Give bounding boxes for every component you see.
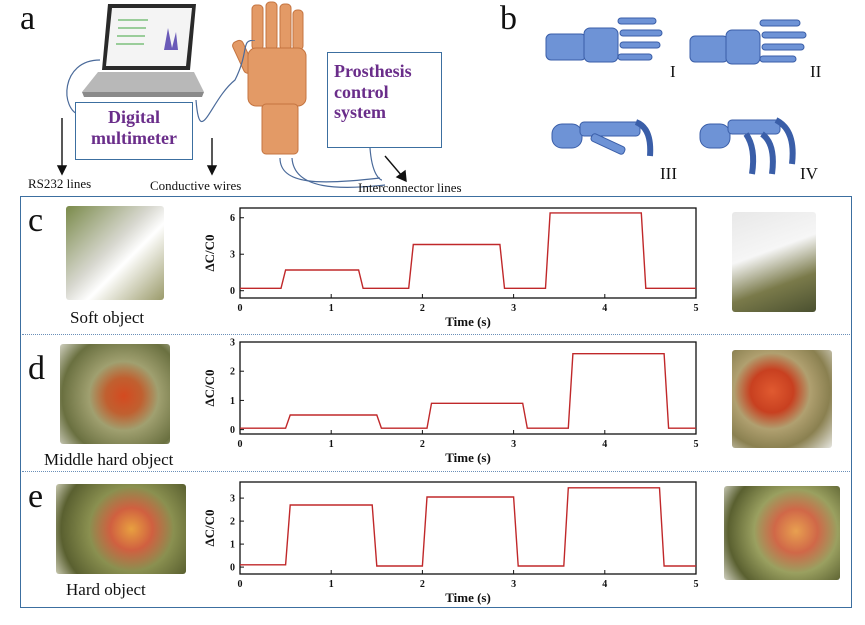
y-tick-label: 1	[230, 396, 235, 407]
soft-object-photo	[66, 206, 164, 300]
prosthetic-hand-illustration	[232, 1, 307, 155]
y-tick-label: 3	[230, 494, 235, 505]
capacitance-trace	[240, 487, 696, 567]
x-tick-label: 4	[602, 303, 607, 314]
robot-hand-poses	[545, 17, 807, 175]
x-tick-label: 1	[329, 303, 334, 314]
y-axis-label: ΔC/C0	[202, 509, 217, 546]
hard-object-photo	[56, 484, 186, 574]
panel-letter-e: e	[28, 478, 44, 515]
x-axis-label: Time (s)	[445, 314, 491, 329]
y-tick-label: 2	[230, 517, 235, 528]
caption-soft-object: Soft object	[70, 308, 145, 327]
plot-frame	[239, 207, 697, 299]
y-tick-label: 0	[230, 425, 235, 436]
pose-label-3: III	[660, 164, 677, 183]
x-axis-label: Time (s)	[445, 590, 491, 605]
conductive-wires-label: Conductive wires	[150, 178, 242, 193]
rs232-label: RS232 lines	[28, 176, 92, 191]
hard-object-photo-right	[724, 486, 840, 580]
panel-letter-c: c	[28, 202, 44, 239]
panel-letter-a: a	[20, 0, 36, 37]
multimeter-label-line2: multimeter	[91, 127, 177, 148]
laptop-illustration	[82, 4, 204, 97]
x-tick-label: 1	[329, 439, 334, 450]
capacitance-trace	[240, 353, 696, 429]
results-frame	[20, 196, 852, 608]
row-divider-2	[22, 471, 850, 472]
wire-diagram	[56, 40, 407, 188]
y-tick-label: 2	[230, 367, 235, 378]
x-tick-label: 4	[602, 439, 607, 450]
x-axis-label: Time (s)	[445, 450, 491, 465]
pose-label-1: I	[670, 62, 676, 81]
caption-middle-hard-object: Middle hard object	[44, 450, 174, 469]
soft-object-photo-right	[732, 212, 816, 312]
caption-hard-object: Hard object	[66, 580, 146, 599]
x-tick-label: 2	[420, 579, 425, 590]
x-tick-label: 2	[420, 303, 425, 314]
y-tick-label: 0	[230, 563, 235, 574]
plot-frame	[239, 481, 697, 575]
row-divider-1	[22, 334, 850, 335]
x-tick-label: 3	[511, 303, 516, 314]
prosthesis-label-line1: Prosthesis	[334, 61, 412, 81]
x-tick-label: 5	[694, 439, 699, 450]
prosthesis-control-box: Prosthesis control system	[327, 52, 442, 148]
x-tick-label: 0	[238, 303, 243, 314]
panel-letter-d: d	[28, 350, 45, 387]
x-tick-label: 0	[238, 439, 243, 450]
capacitance-trace	[240, 212, 696, 290]
x-tick-label: 3	[511, 579, 516, 590]
y-tick-label: 1	[230, 540, 235, 551]
prosthesis-label-line2: control	[334, 81, 389, 102]
x-tick-label: 1	[329, 579, 334, 590]
x-tick-label: 5	[694, 303, 699, 314]
middle-hard-object-photo-right	[732, 350, 832, 448]
y-tick-label: 3	[230, 338, 235, 349]
multimeter-box: Digital multimeter	[75, 102, 193, 160]
y-tick-label: 3	[230, 250, 235, 261]
y-tick-label: 6	[230, 213, 235, 224]
y-axis-label: ΔC/C0	[202, 369, 217, 406]
y-axis-label: ΔC/C0	[202, 234, 217, 271]
multimeter-label-line1: Digital	[108, 107, 160, 127]
x-tick-label: 3	[511, 439, 516, 450]
pose-label-4: IV	[800, 164, 818, 183]
x-tick-label: 0	[238, 579, 243, 590]
x-tick-label: 5	[694, 579, 699, 590]
prosthesis-label-line3: system	[334, 102, 386, 123]
plot-frame	[239, 341, 697, 435]
x-tick-label: 2	[420, 439, 425, 450]
x-tick-label: 4	[602, 579, 607, 590]
interconnector-lines-label: Interconnector lines	[358, 180, 462, 195]
y-tick-label: 0	[230, 286, 235, 297]
middle-hard-object-photo	[60, 344, 170, 444]
panel-letter-b: b	[500, 0, 517, 37]
pose-label-2: II	[810, 62, 822, 81]
